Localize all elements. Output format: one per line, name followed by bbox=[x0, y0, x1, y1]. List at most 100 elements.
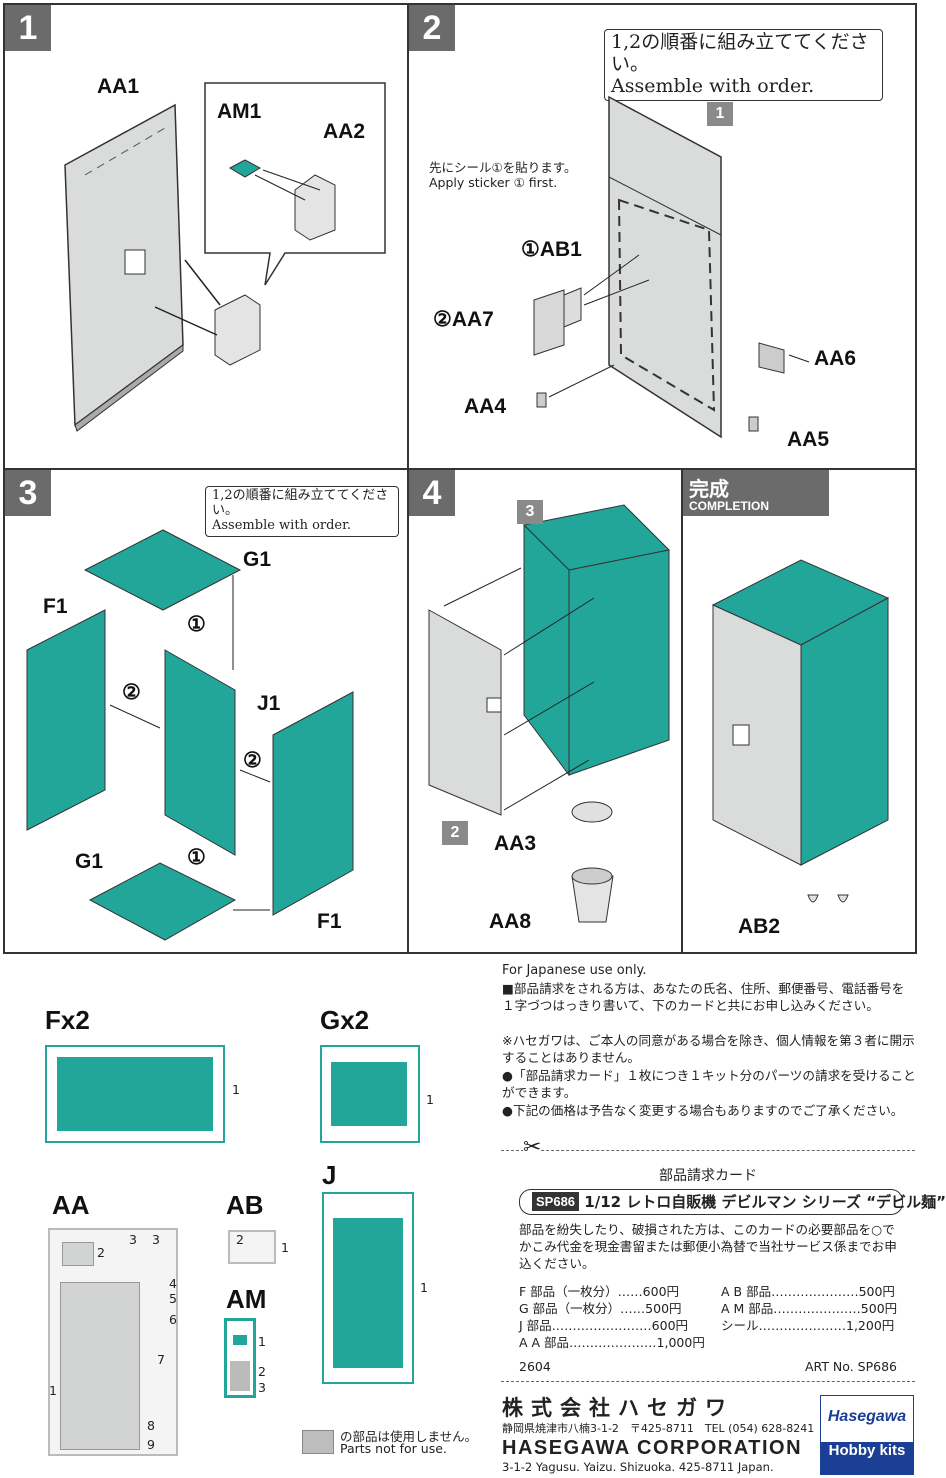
part-label-aa3: AA3 bbox=[494, 832, 537, 855]
order-mark: ① bbox=[187, 846, 206, 869]
step-number: 1 bbox=[5, 5, 51, 51]
step-1-panel: 1 AA1 AM1 AA2 bbox=[3, 3, 409, 470]
order-note: 1,2の順番に組み立ててください。 Assemble with order. bbox=[604, 29, 883, 101]
step-2-panel: 2 1,2の順番に組み立ててください。 Assemble with order.… bbox=[407, 3, 917, 470]
part-label-aa6: AA6 bbox=[814, 347, 857, 370]
sprue-g bbox=[320, 1045, 420, 1143]
aa-part-number: 1 bbox=[49, 1383, 57, 1398]
art-number: ART No. SP686 bbox=[805, 1359, 897, 1374]
part-am1 bbox=[233, 1335, 247, 1345]
product-code: SP686 bbox=[532, 1192, 580, 1211]
part-label-j1: J1 bbox=[257, 692, 281, 715]
sprue-am bbox=[224, 1318, 256, 1398]
am-part-number: 2 bbox=[258, 1364, 266, 1379]
company-address-en: 3-1-2 Yagusu. Yaizu. Shizuoka. 425-8711 … bbox=[502, 1460, 774, 1474]
part-j1 bbox=[333, 1218, 403, 1368]
logo-sub: Hobby kits bbox=[821, 1442, 913, 1474]
card-description: 部品を紛失したり、破損された方は、このカードの必要部品を○でかこみ代金を現金書留… bbox=[519, 1222, 897, 1271]
company-name-en: HASEGAWA CORPORATION bbox=[502, 1437, 803, 1459]
price-line: F 部品（一枚分）……600円 bbox=[519, 1284, 680, 1299]
order-mark: ① bbox=[187, 613, 206, 636]
completed-vending-machine bbox=[711, 559, 890, 903]
aa-part-number: 5 bbox=[169, 1291, 177, 1306]
order-note-en: Assemble with order. bbox=[212, 517, 352, 533]
part-label-aa4: AA4 bbox=[464, 395, 507, 418]
step-1-illustration bbox=[64, 82, 386, 432]
sprue-label-g: Gx2 bbox=[320, 1005, 370, 1035]
step-2-illustration bbox=[533, 95, 810, 439]
order-note-jp: 1,2の順番に組み立ててください。 bbox=[611, 31, 869, 75]
ab-sub-number: 2 bbox=[236, 1232, 244, 1247]
legend-text-en: Parts not for use. bbox=[340, 1441, 447, 1456]
order-note-en: Assemble with order. bbox=[611, 74, 815, 97]
scissors-icon: ✂ bbox=[523, 1135, 542, 1160]
completion-title-en: COMPLETION bbox=[689, 499, 769, 513]
card-code-number: 2604 bbox=[519, 1359, 551, 1374]
info-paragraph: ※ハセガワは、ご本人の同意がある場合を除き、個人情報を第３者に開示することはあり… bbox=[502, 1033, 915, 1065]
price-line: A B 部品…………………500円 bbox=[721, 1284, 895, 1299]
part-label-f1-left: F1 bbox=[43, 595, 68, 618]
sub-step-badge: 1 bbox=[707, 102, 733, 126]
aa-part-number: 6 bbox=[169, 1312, 177, 1327]
aa-part-number: 7 bbox=[157, 1352, 165, 1367]
sub-step-badge: 2 bbox=[442, 821, 468, 845]
part-label-am1: AM1 bbox=[217, 100, 262, 123]
part-label-f1-right: F1 bbox=[317, 910, 342, 933]
part-am-unused bbox=[230, 1361, 250, 1391]
step-number: 3 bbox=[5, 470, 51, 516]
sprue-j bbox=[322, 1192, 414, 1384]
order-note: 1,2の順番に組み立ててください。 Assemble with order. bbox=[205, 486, 399, 537]
completion-header: 完成 COMPLETION bbox=[683, 470, 829, 516]
part-label-aa5: AA5 bbox=[787, 428, 830, 451]
sprue-f bbox=[45, 1045, 225, 1143]
sub-step-badge: 3 bbox=[517, 500, 543, 524]
price-line: シール…………………1,200円 bbox=[721, 1318, 895, 1333]
part-number: 1 bbox=[420, 1280, 428, 1295]
am-part-number: 1 bbox=[258, 1334, 266, 1349]
card-title: 部品請求カード bbox=[659, 1168, 757, 1184]
part-label-aa8: AA8 bbox=[489, 910, 532, 933]
company-name-jp: 株式会社ハセガワ bbox=[502, 1396, 734, 1420]
step-3-panel: 3 1,2の順番に組み立ててください。 Assemble with order.… bbox=[3, 468, 409, 954]
aa-part-number: 8 bbox=[147, 1418, 155, 1433]
part-label-ab2: AB2 bbox=[738, 915, 781, 938]
part-label-aa2: AA2 bbox=[323, 120, 366, 143]
part-number: 1 bbox=[426, 1092, 434, 1107]
sprue-ab bbox=[228, 1230, 276, 1264]
sprue-label-aa: AA bbox=[52, 1190, 90, 1220]
price-line: A A 部品…………………1,000円 bbox=[519, 1335, 705, 1350]
part-number: 1 bbox=[232, 1082, 240, 1097]
part-label-g1-top: G1 bbox=[243, 548, 272, 571]
step-3-illustration bbox=[26, 529, 354, 941]
order-mark: ② bbox=[122, 681, 141, 704]
aa-part-number: 3 bbox=[152, 1232, 160, 1247]
price-line: A M 部品…………………500円 bbox=[721, 1301, 898, 1316]
aa-part-number: 4 bbox=[169, 1276, 177, 1291]
step-4-illustration bbox=[428, 504, 671, 923]
aa-part-number: 2 bbox=[97, 1245, 105, 1260]
parts-order-card: ✂ 部品請求カード SP686 1/12 レトロ自販機 デビルマン シリーズ “… bbox=[501, 1135, 946, 1382]
completion-panel: 完成 COMPLETION AB2 bbox=[681, 468, 917, 954]
info-paragraph: ●下記の価格は予告なく変更する場合もありますのでご了承ください。 bbox=[502, 1103, 904, 1118]
sprue-aa bbox=[48, 1228, 178, 1456]
part-number: 1 bbox=[281, 1240, 289, 1255]
company-address-jp: 静岡県焼津市八楠3-1-2 〒425-8711 TEL (054) 628-82… bbox=[502, 1422, 815, 1435]
info-paragraph: ●「部品請求カード」１枚につき１キット分のパーツの請求を受けることができます。 bbox=[502, 1068, 916, 1100]
part-aa2 bbox=[62, 1242, 94, 1266]
legend-text-jp: の部品は使用しません。 bbox=[340, 1429, 478, 1444]
part-f1 bbox=[57, 1057, 213, 1131]
price-line: G 部品（一枚分）……500円 bbox=[519, 1301, 682, 1316]
step-number: 2 bbox=[409, 5, 455, 51]
am-part-number: 3 bbox=[258, 1380, 266, 1395]
part-label-ab1: ①AB1 bbox=[521, 238, 582, 261]
order-note-jp: 1,2の順番に組み立ててください。 bbox=[212, 488, 389, 518]
part-label-aa1: AA1 bbox=[97, 75, 140, 98]
aa-part-number: 3 bbox=[129, 1232, 137, 1247]
sprue-label-j: J bbox=[322, 1160, 337, 1190]
product-name: 1/12 レトロ自販機 デビルマン シリーズ “デビル麺” bbox=[584, 1193, 946, 1211]
legend-swatch bbox=[302, 1430, 334, 1454]
logo-brand: Hasegawa bbox=[827, 1408, 907, 1425]
hasegawa-logo: Hasegawa Hobby kits bbox=[820, 1395, 914, 1475]
completion-title-jp: 完成 bbox=[689, 477, 729, 501]
sticker-note-jp: 先にシール①を貼ります。 bbox=[429, 160, 577, 175]
